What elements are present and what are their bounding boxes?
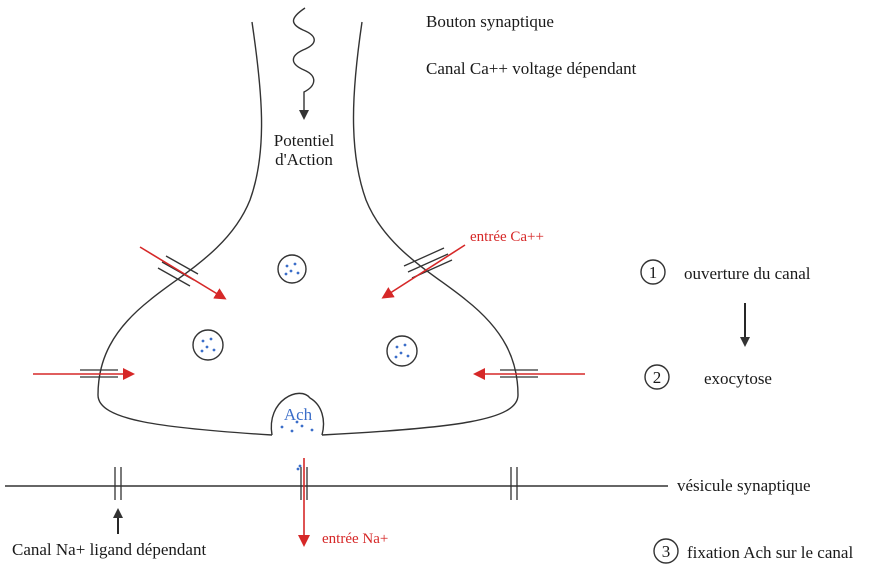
label-bouton-synaptique: Bouton synaptique (426, 12, 554, 31)
na-channel-center (300, 467, 308, 500)
step-1-number: 1 (649, 263, 658, 282)
synaptic-vesicle-right (386, 335, 418, 367)
na-channel-left (114, 467, 122, 500)
ca-channel-mid-left (80, 369, 118, 378)
ca-channel-mid-right (500, 369, 538, 378)
synaptic-vesicle-top (277, 254, 307, 284)
step-3-number: 3 (662, 542, 671, 561)
step-2-text: exocytose (704, 369, 772, 388)
label-potentiel: Potentiel (274, 131, 335, 150)
label-canal-na: Canal Na+ ligand dépendant (12, 540, 206, 559)
step-1-circle (640, 259, 666, 285)
step-2-circle (644, 364, 670, 390)
bouton-right-outline (321, 21, 519, 436)
exocytosis-vesicle-dots (280, 420, 314, 471)
na-channel-right (510, 467, 518, 500)
step-1-text: ouverture du canal (684, 264, 811, 283)
label-entree-ca: entrée Ca++ (470, 229, 544, 245)
label-entree-na: entrée Na+ (322, 531, 388, 547)
label-daction: d'Action (275, 150, 333, 169)
ca-arrow-top-right (381, 244, 466, 299)
exocytosis-vesicle (270, 392, 325, 436)
synaptic-vesicle-left (192, 329, 224, 361)
step-2-number: 2 (653, 368, 662, 387)
step-3-circle (653, 538, 679, 564)
ca-arrow-top-left (139, 246, 227, 300)
label-ach: Ach (284, 405, 313, 424)
ca-channel-right (403, 247, 453, 279)
bouton-left-outline (97, 21, 273, 436)
step-3-text: fixation Ach sur le canal (687, 543, 853, 562)
label-vesicule-synaptique: vésicule synaptique (677, 476, 811, 495)
label-canal-ca: Canal Ca++ voltage dépendant (426, 59, 637, 78)
action-potential-wave (292, 7, 315, 120)
